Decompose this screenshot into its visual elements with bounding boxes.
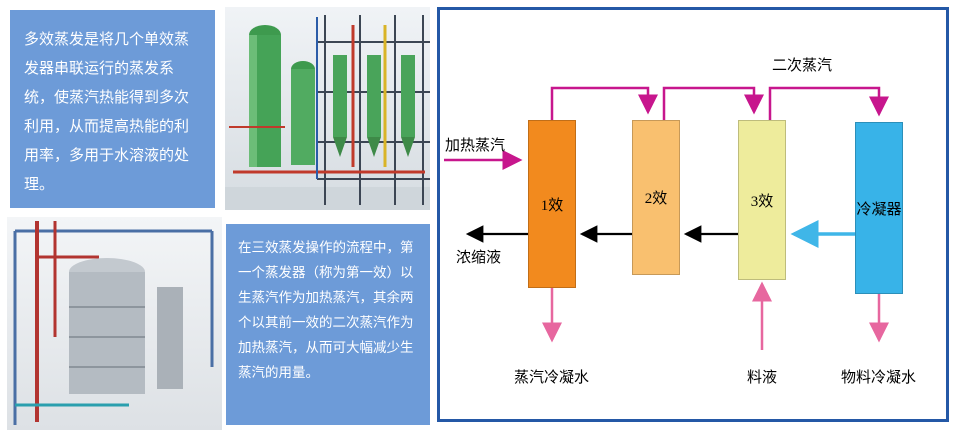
flow-diagram-panel: 1效 2效 3效 冷凝器 二次蒸汽 加热蒸汽 浓缩液 蒸汽冷凝水 料液 物料冷凝… <box>437 7 949 422</box>
equipment-render-bottom <box>7 217 222 430</box>
steam-line-effect3-to-condenser <box>768 86 889 120</box>
cad-plant-gray-illustration <box>7 217 222 430</box>
feed-liquid-label: 料液 <box>747 370 778 386</box>
effect-1-box: 1效 <box>528 120 576 288</box>
gray-vessel <box>69 258 183 394</box>
secondary-steam-label: 二次蒸汽 <box>772 58 833 74</box>
intro-text: 多效蒸发是将几个单效蒸发器串联运行的蒸发系统，使蒸汽热能得到多次利用，从而提高热… <box>24 31 190 193</box>
blue-frame <box>13 229 214 425</box>
flow-lines <box>444 86 889 350</box>
intro-text-panel: 多效蒸发是将几个单效蒸发器串联运行的蒸发系统，使蒸汽热能得到多次利用，从而提高热… <box>10 10 215 208</box>
process-text: 在三效蒸发操作的流程中，第一个蒸发器（称为第一效）以生蒸汽作为加热蒸汽，其余两个… <box>238 240 414 380</box>
effect-2-box: 2效 <box>632 120 680 275</box>
heating-steam-label: 加热蒸汽 <box>445 138 506 154</box>
cad-plant-green-illustration <box>225 7 430 210</box>
material-condensate-label: 物料冷凝水 <box>841 370 917 386</box>
pipework <box>229 17 425 179</box>
effect-3-box: 3效 <box>738 120 786 280</box>
green-vessels <box>249 25 415 167</box>
render-top-floor <box>225 187 430 210</box>
process-text-panel: 在三效蒸发操作的流程中，第一个蒸发器（称为第一效）以生蒸汽作为加热蒸汽，其余两个… <box>226 224 430 425</box>
equipment-render-top <box>225 7 430 210</box>
steam-line-effect1-to-effect2 <box>550 86 658 120</box>
steam-line-effect2-to-effect3 <box>662 86 764 120</box>
condenser-box: 冷凝器 <box>855 122 903 294</box>
red-pipes <box>35 221 99 422</box>
steam-condensate-label: 蒸汽冷凝水 <box>514 370 590 386</box>
concentrated-liquid-label: 浓缩液 <box>456 250 502 266</box>
